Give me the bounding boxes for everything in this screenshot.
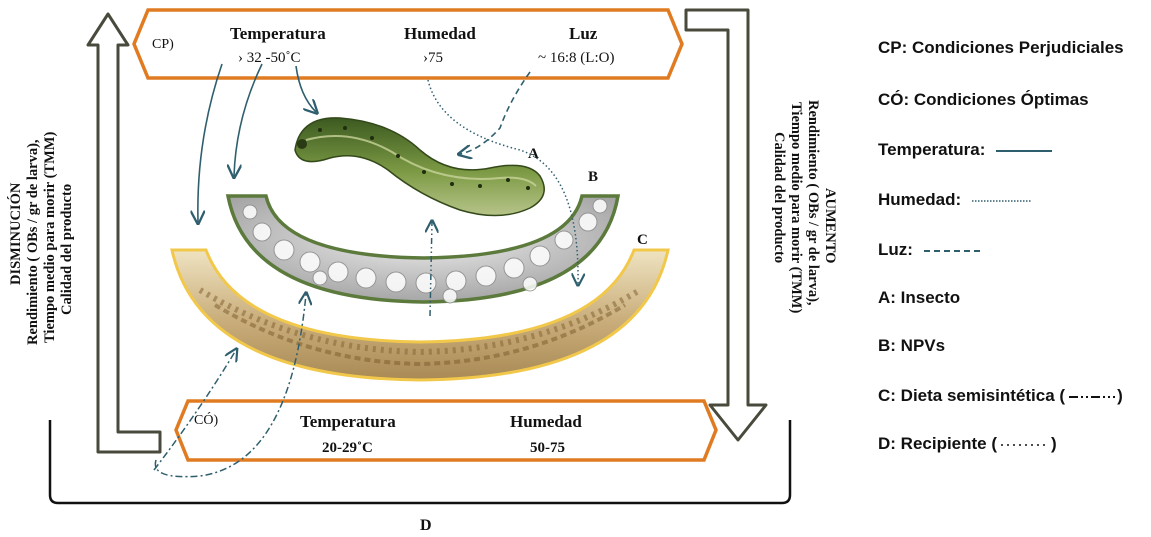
light-connector	[460, 72, 530, 154]
legend-humedad: Humedad:	[878, 190, 1034, 210]
legend-temperatura-label: Temperatura:	[878, 140, 985, 159]
left-line-4: Calidad del producto	[59, 184, 75, 315]
right-line-1: AUMENTO	[822, 188, 838, 263]
temp-connector-1	[198, 64, 222, 222]
legend-c-close: )	[1117, 386, 1123, 405]
legend-co: CÓ: Condiciones Óptimas	[878, 90, 1089, 110]
left-side-text: DISMINUCIÓN Rendimiento ( OBs / gr de la…	[7, 132, 75, 345]
cp-tag: CP)	[152, 37, 174, 52]
label-c: C	[637, 232, 648, 248]
label-d: D	[420, 517, 432, 534]
legend-d: D: Recipiente ()	[878, 434, 1057, 454]
temp-connector-2	[234, 64, 262, 176]
right-line-2: Rendimiento ( OBs / gr de larva),	[805, 100, 821, 306]
left-line-1: DISMINUCIÓN	[7, 182, 24, 285]
co-humidity-label: Humedad	[510, 412, 582, 431]
legend-cp: CP: Condiciones Perjudiciales	[878, 38, 1124, 58]
left-line-3: Tiempo medio para morir (TMM)	[42, 132, 58, 343]
legend-d-close: )	[1051, 434, 1057, 453]
legend-a: A: Insecto	[878, 288, 960, 308]
legend-c-label: C: Dieta semisintética (	[878, 386, 1065, 405]
co-temperature-value: 20-29˚C	[322, 440, 373, 456]
cp-temperature-label: Temperatura	[230, 24, 326, 43]
legend-humedad-label: Humedad:	[878, 190, 961, 209]
legend-temperatura: Temperatura:	[878, 140, 1054, 160]
down-arrow-shape	[686, 10, 766, 440]
cp-temperature-value: › 32 -50˚C	[238, 50, 301, 66]
dash-dot-swatch	[999, 440, 1051, 450]
down-arrow-icon	[686, 10, 764, 440]
cp-light-value: ~ 16:8 (L:O)	[538, 50, 614, 66]
label-b: B	[588, 169, 598, 185]
solid-line-swatch	[994, 146, 1054, 156]
right-line-3: Tiempo medio para morir (TMM)	[788, 102, 804, 313]
larva-icon	[295, 118, 544, 216]
dash-dot-dot-swatch	[1067, 392, 1117, 402]
left-line-2: Rendimiento ( OBs / gr de larva),	[25, 139, 41, 345]
legend-c: C: Dieta semisintética ()	[878, 386, 1123, 406]
co-tag: CÓ)	[194, 411, 218, 428]
right-line-4: Calidad del producto	[771, 132, 787, 263]
legend-b: B: NPVs	[878, 336, 945, 356]
dotted-line-swatch	[970, 196, 1034, 206]
co-temperature-label: Temperatura	[300, 412, 396, 431]
legend-luz: Luz:	[878, 240, 982, 260]
co-humidity-value: 50-75	[530, 440, 565, 456]
legend-d-label: D: Recipiente (	[878, 434, 997, 453]
cp-box	[134, 10, 682, 78]
legend-luz-label: Luz:	[878, 240, 913, 259]
cp-humidity-label: Humedad	[404, 24, 476, 43]
dashed-line-swatch	[922, 246, 982, 256]
co-box	[176, 401, 716, 460]
right-side-text: AUMENTO Rendimiento ( OBs / gr de larva)…	[771, 100, 838, 313]
cp-light-label: Luz	[569, 24, 598, 43]
cp-humidity-value: ›75	[423, 50, 443, 66]
